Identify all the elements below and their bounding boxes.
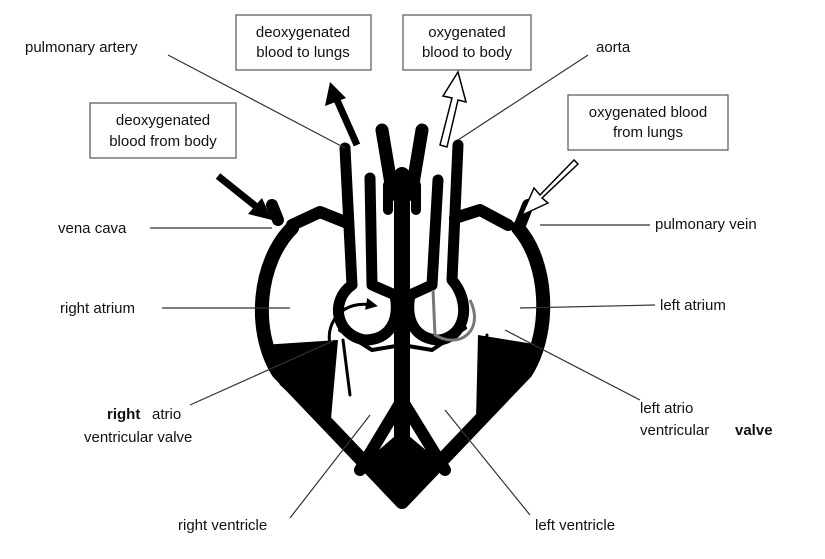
label-left-ventricle: left ventricle [535,517,615,534]
box-deoxygenated-to-lungs: deoxygenated blood to lungs [235,14,372,71]
svg-text:ventricular valve: ventricular valve [84,429,192,446]
heart-walls [254,123,551,509]
box-oxygenated-to-body: oxygenated blood to body [402,14,532,71]
blood-flow-arrows [215,70,580,220]
box-text: blood from body [109,133,217,150]
label-aorta: aorta [596,39,631,56]
svg-text:valve: valve [735,422,773,439]
svg-text:ventricular: ventricular [640,422,709,439]
box-text: oxygenated [428,24,506,41]
svg-text:atrio: atrio [152,406,181,423]
box-deoxygenated-from-body: deoxygenated blood from body [89,102,237,159]
leader-lines [150,54,656,519]
label-vena-cava: vena cava [58,220,127,237]
box-text: deoxygenated [256,24,350,41]
box-text: from lungs [613,124,683,141]
label-left-av-valve: left atrio ventricular valve [640,400,773,439]
box-text: oxygenated blood [589,104,707,121]
label-right-atrium: right atrium [60,300,135,317]
svg-text:right: right [107,406,140,423]
box-text: blood to lungs [256,44,349,61]
label-left-atrium: left atrium [660,297,726,314]
box-oxygenated-from-lungs: oxygenated blood from lungs [567,94,729,151]
label-pulmonary-artery: pulmonary artery [25,39,138,56]
label-right-av-valve: right atrio ventricular valve [84,406,192,446]
box-text: blood to body [422,44,513,61]
box-text: deoxygenated [116,112,210,129]
label-pulmonary-vein: pulmonary vein [655,216,757,233]
label-right-ventricle: right ventricle [178,517,267,534]
svg-text:left atrio: left atrio [640,400,693,417]
